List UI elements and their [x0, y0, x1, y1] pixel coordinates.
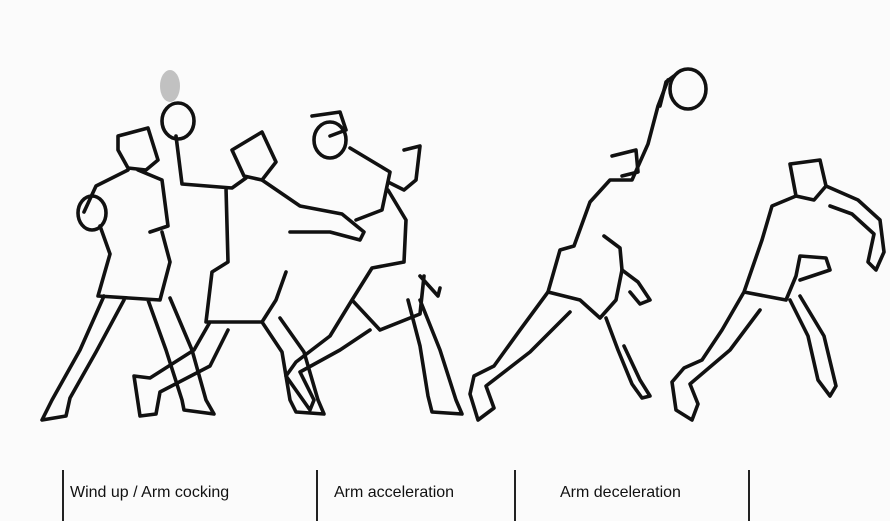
body-outline — [286, 146, 462, 414]
smudge-mark — [160, 70, 180, 102]
figure-follow-through — [672, 160, 884, 420]
phase-divider-start — [62, 470, 64, 521]
ball-icon — [314, 122, 346, 158]
phase-label-windup: Wind up / Arm cocking — [70, 484, 229, 502]
head-outline — [118, 128, 158, 170]
figures-canvas — [0, 0, 890, 470]
body-outline — [672, 186, 884, 420]
ball-icon — [78, 196, 106, 230]
phase-divider-1 — [316, 470, 318, 521]
arm-torso-outline — [548, 80, 668, 318]
body-outline — [42, 170, 214, 420]
phase-label-deceleration: Arm deceleration — [560, 484, 681, 502]
legs-outline — [470, 270, 650, 420]
figure-release — [470, 69, 706, 420]
phase-divider-end — [748, 470, 750, 521]
phase-divider-2 — [514, 470, 516, 521]
phase-label-acceleration: Arm acceleration — [334, 484, 454, 502]
head-outline — [612, 150, 638, 176]
ball-icon — [162, 103, 194, 139]
head-outline — [790, 160, 826, 200]
head-outline — [232, 132, 276, 180]
figure-early-acceleration — [286, 112, 462, 414]
